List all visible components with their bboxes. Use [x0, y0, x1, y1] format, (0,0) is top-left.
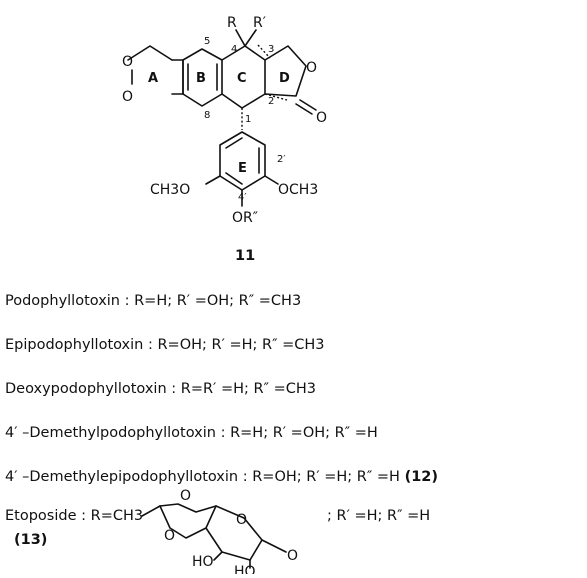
ring-c: [221, 45, 266, 109]
sugar-o-2: O: [164, 528, 175, 544]
etoposide-rest: ; R′ =H; R″ =H: [327, 508, 430, 524]
compound-name: 4′ –Demethylpodophyllotoxin: [5, 425, 216, 441]
c4-rprime-bond: [244, 29, 257, 47]
carbonyl-o-atom: O: [316, 110, 327, 126]
sugar-o-1: O: [180, 488, 191, 504]
ho-bond-1: [213, 551, 223, 561]
compound-11-structure: O O O O R R′ A B C D E 5 4 3 2: [122, 15, 327, 264]
compound-substituents: R=H; R′ =OH; R″ =CH3: [134, 293, 301, 309]
dioxane-top: [159, 503, 217, 513]
compound-row-podophyllotoxin: Podophyllotoxin : R=H; R′ =OH; R″ =CH3: [5, 293, 301, 309]
ring-e-inner-1: [225, 137, 243, 149]
substituent-r-prime: R′: [253, 15, 266, 31]
sugar-ho-2: HO: [234, 564, 256, 574]
position-2: 2: [268, 96, 274, 107]
position-5: 5: [204, 36, 210, 47]
separator: :: [143, 337, 157, 353]
position-8: 8: [204, 110, 210, 121]
compound-ref-12: (12): [405, 469, 438, 485]
ring-label-d: D: [279, 71, 290, 86]
carbonyl-bond: [299, 99, 317, 111]
methylene-bridge: [127, 45, 173, 61]
substituent-r: R: [227, 15, 237, 31]
position-1: 1: [245, 114, 251, 125]
sugar-o-3: O: [236, 512, 247, 528]
dioxane-bottom: [159, 505, 217, 539]
etoposide-r-value: R=CH3: [91, 508, 143, 524]
compound-substituents: R=H; R′ =OH; R″ =H: [230, 425, 378, 441]
sugar-ho-1: HO: [192, 554, 214, 570]
compound-substituents: R=OH; R′ =H; R″ =CH3: [157, 337, 324, 353]
compound-ref-13: (13): [14, 532, 47, 548]
carbonyl-bond-2: [295, 103, 313, 115]
lactone-o-atom: O: [306, 60, 317, 76]
methoxy-left: CH3O: [150, 182, 190, 198]
compound-substituents: R=R′ =H; R″ =CH3: [181, 381, 316, 397]
pyranose-ring: [205, 505, 263, 561]
compound-row-demethylepipodophyllotoxin: 4′ –Demethylepipodophyllotoxin : R=OH; R…: [5, 469, 438, 485]
compound-name: 4′ –Demethylepipodophyllotoxin: [5, 469, 238, 485]
position-2-prime: 2′: [277, 154, 286, 165]
ring-d: [264, 45, 307, 97]
etoposide-label: Etoposide : R=CH3: [5, 508, 143, 524]
compound-name: Deoxypodophyllotoxin: [5, 381, 167, 397]
etoposide-row: Etoposide : R=CH3 ; R′ =H; R″ =H (13) O …: [5, 488, 430, 578]
c3-hash-bond: [257, 44, 271, 59]
separator: :: [216, 425, 230, 441]
compound-name: Epipodophyllotoxin: [5, 337, 143, 353]
substituent-or-dblprime: OR″: [232, 210, 258, 226]
position-3: 3: [268, 44, 274, 55]
acetal-bond: [141, 505, 161, 517]
ring-label-b: B: [196, 71, 206, 86]
ring-o2-atom: O: [122, 89, 133, 105]
methoxy-right-bond: [264, 175, 279, 185]
sugar-o-4: O: [287, 548, 298, 564]
separator: :: [238, 469, 252, 485]
compound-list: Podophyllotoxin : R=H; R′ =OH; R″ =CH3 E…: [5, 293, 438, 485]
ring-label-c: C: [237, 71, 247, 86]
methoxy-left-bond: [205, 175, 221, 185]
etoposide-name: Etoposide: [5, 508, 77, 524]
ring-label-a: A: [148, 71, 158, 86]
ring-label-e: E: [238, 161, 247, 176]
c4-r-bond: [235, 29, 246, 47]
ring-o1-atom: O: [122, 54, 133, 70]
separator: :: [120, 293, 134, 309]
compound-row-demethylpodophyllotoxin: 4′ –Demethylpodophyllotoxin : R=H; R′ =O…: [5, 425, 378, 441]
etoposide-sugar: O O O O HO HO: [141, 488, 298, 578]
compound-row-epipodophyllotoxin: Epipodophyllotoxin : R=OH; R′ =H; R″ =CH…: [5, 337, 325, 353]
compound-substituents: R=OH; R′ =H; R″ =H: [252, 469, 400, 485]
compound-row-deoxypodophyllotoxin: Deoxypodophyllotoxin : R=R′ =H; R″ =CH3: [5, 381, 316, 397]
ring-e-inner-3: [225, 172, 243, 185]
compound-name: Podophyllotoxin: [5, 293, 120, 309]
compound-number-11: 11: [235, 248, 255, 264]
position-4: 4: [231, 44, 237, 55]
anomeric-bond: [261, 539, 287, 553]
methoxy-right: OCH3: [278, 182, 318, 198]
separator: :: [167, 381, 181, 397]
